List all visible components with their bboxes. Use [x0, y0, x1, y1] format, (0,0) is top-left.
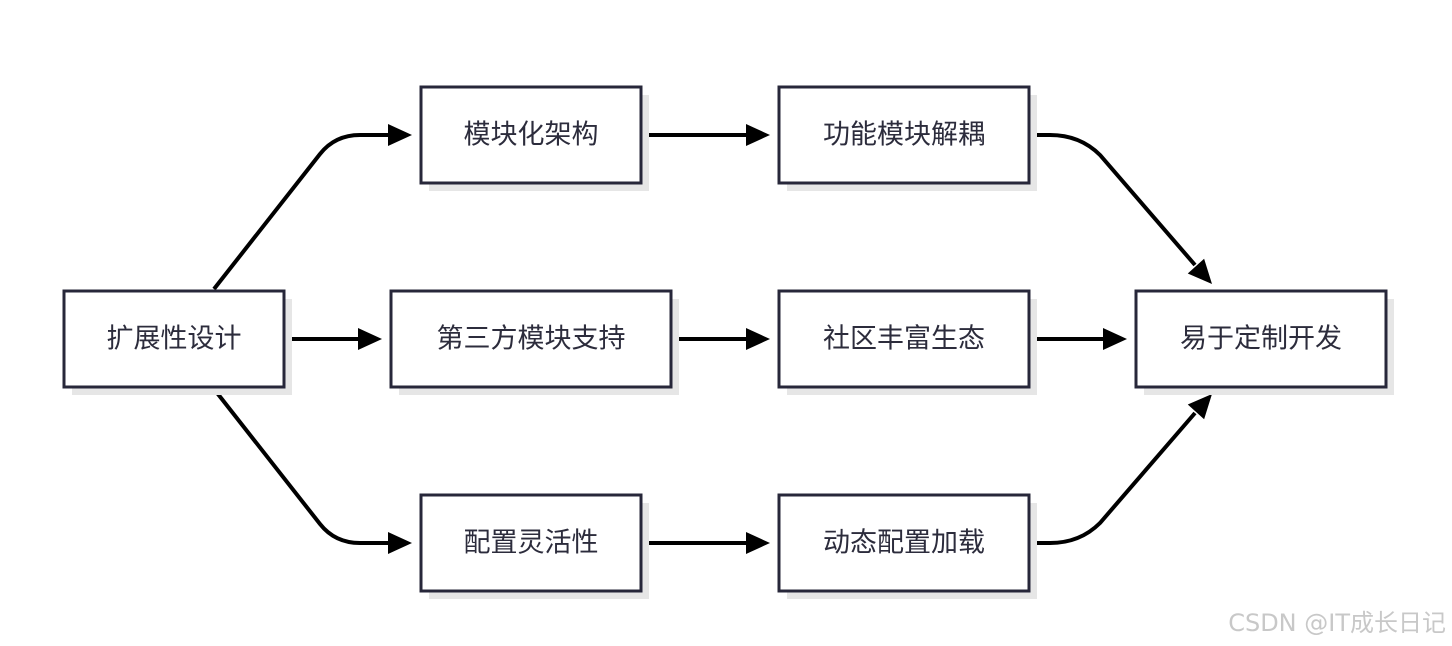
arrowhead-icon [746, 124, 770, 146]
edge-shequ-to-yiyu [1029, 328, 1127, 350]
node-dongtai: 动态配置加载 [777, 493, 1037, 599]
node-box [389, 289, 673, 389]
node-peizhi: 配置灵活性 [419, 493, 649, 599]
node-box [419, 85, 643, 185]
node-disanfang: 第三方模块支持 [389, 289, 679, 395]
arrowhead-icon [746, 328, 770, 350]
edges-layer [212, 124, 1212, 554]
node-gongneng: 功能模块解耦 [777, 85, 1037, 191]
watermark: CSDN @IT成长日记 [1228, 609, 1446, 637]
edge-line [212, 387, 388, 545]
node-shequ: 社区丰富生态 [777, 289, 1037, 395]
node-yiyu: 易于定制开发 [1134, 289, 1394, 395]
arrowhead-icon [746, 532, 770, 554]
node-label: 模块化架构 [464, 120, 599, 151]
node-kuozhan: 扩展性设计 [62, 289, 292, 395]
edge-line [1029, 411, 1197, 545]
edge-gongneng-to-yiyu [1029, 133, 1212, 284]
edge-mokuaihua-to-gongneng [641, 124, 770, 146]
arrowhead-icon [358, 328, 382, 350]
node-box [419, 493, 643, 593]
node-label: 配置灵活性 [464, 528, 599, 559]
node-box [62, 289, 286, 389]
arrowhead-icon [1103, 328, 1127, 350]
edge-disanfang-to-shequ [671, 328, 770, 350]
edge-dongtai-to-yiyu [1029, 394, 1212, 545]
node-box [777, 289, 1031, 389]
node-label: 社区丰富生态 [823, 324, 985, 355]
edge-peizhi-to-dongtai [641, 532, 770, 554]
node-label: 第三方模块支持 [437, 324, 626, 355]
arrowhead-icon [388, 124, 412, 146]
arrowhead-icon [388, 532, 412, 554]
node-label: 动态配置加载 [823, 528, 985, 559]
node-box [777, 493, 1031, 593]
node-label: 功能模块解耦 [823, 120, 985, 151]
edge-kuozhan-to-peizhi [212, 387, 412, 554]
arrowhead-icon [1187, 394, 1212, 420]
node-mokuaihua: 模块化架构 [419, 85, 649, 191]
edge-line [212, 133, 388, 291]
arrowhead-icon [1187, 258, 1212, 284]
node-label: 扩展性设计 [107, 324, 242, 355]
node-box [1134, 289, 1388, 389]
edge-kuozhan-to-disanfang [284, 328, 382, 350]
node-label: 易于定制开发 [1180, 324, 1342, 355]
edge-kuozhan-to-mokuaihua [212, 124, 412, 291]
node-box [777, 85, 1031, 185]
edge-line [1029, 133, 1197, 267]
